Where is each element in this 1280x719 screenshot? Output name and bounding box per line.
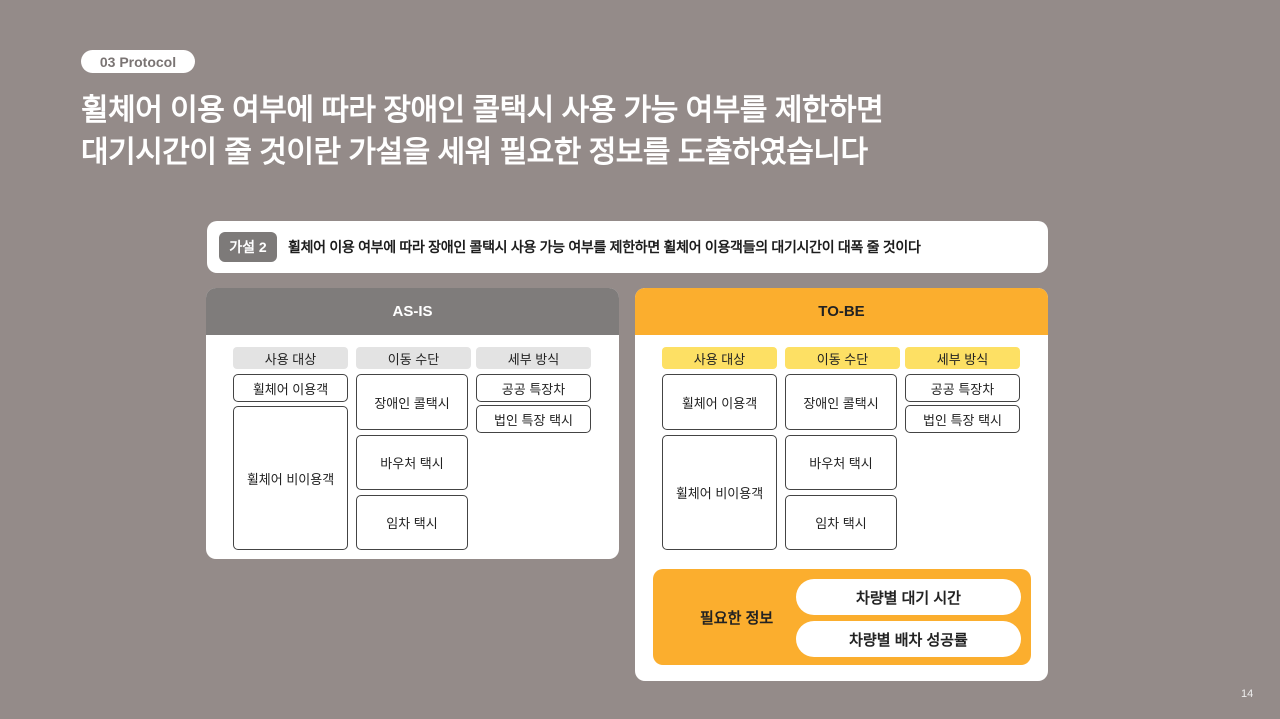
section-pill: 03 Protocol [81, 50, 195, 73]
tobe-panel: TO-BE 사용 대상 이동 수단 세부 방식 휠체어 이용객 휠체어 비이용객… [635, 288, 1048, 681]
needed-info-dispatch-rate: 차량별 배차 성공률 [796, 621, 1021, 657]
needed-info-label: 필요한 정보 [700, 609, 774, 627]
needed-info-box: 필요한 정보 차량별 대기 시간 차량별 배차 성공률 [653, 569, 1031, 665]
tobe-col-means: 이동 수단 [785, 347, 900, 369]
asis-target-wheelchair: 휠체어 이용객 [233, 374, 348, 402]
hypothesis-text: 휠체어 이용 여부에 따라 장애인 콜택시 사용 가능 여부를 제한하면 휠체어… [288, 239, 921, 255]
tobe-col-method: 세부 방식 [905, 347, 1020, 369]
tobe-target-non-wheelchair: 휠체어 비이용객 [662, 435, 777, 550]
hypothesis-bar: 가설 2 휠체어 이용 여부에 따라 장애인 콜택시 사용 가능 여부를 제한하… [207, 221, 1048, 273]
tobe-method-corporate: 법인 특장 택시 [905, 405, 1020, 433]
page-title-line-2: 대기시간이 줄 것이란 가설을 세워 필요한 정보를 도출하였습니다 [81, 136, 868, 169]
needed-info-wait-time: 차량별 대기 시간 [796, 579, 1021, 615]
asis-title: AS-IS [206, 288, 619, 335]
asis-method-public: 공공 특장차 [476, 374, 591, 402]
tobe-method-public: 공공 특장차 [905, 374, 1020, 402]
tobe-col-target: 사용 대상 [662, 347, 777, 369]
asis-col-target: 사용 대상 [233, 347, 348, 369]
tobe-means-calltaxi: 장애인 콜택시 [785, 374, 897, 430]
tobe-target-wheelchair: 휠체어 이용객 [662, 374, 777, 430]
tobe-means-rental: 임차 택시 [785, 495, 897, 550]
asis-means-rental: 임차 택시 [356, 495, 468, 550]
asis-method-corporate: 법인 특장 택시 [476, 405, 591, 433]
asis-col-means: 이동 수단 [356, 347, 471, 369]
asis-means-calltaxi: 장애인 콜택시 [356, 374, 468, 430]
page-title-line-1: 휠체어 이용 여부에 따라 장애인 콜택시 사용 가능 여부를 제한하면 [81, 94, 884, 127]
page-title: 휠체어 이용 여부에 따라 장애인 콜택시 사용 가능 여부를 제한하면 대기시… [81, 90, 884, 174]
page-number: 14 [1241, 688, 1254, 700]
asis-panel: AS-IS 사용 대상 이동 수단 세부 방식 휠체어 이용객 휠체어 비이용객… [206, 288, 619, 559]
tobe-title: TO-BE [635, 288, 1048, 335]
hypothesis-tag: 가설 2 [219, 232, 277, 262]
asis-means-voucher: 바우처 택시 [356, 435, 468, 490]
tobe-means-voucher: 바우처 택시 [785, 435, 897, 490]
asis-col-method: 세부 방식 [476, 347, 591, 369]
asis-target-non-wheelchair: 휠체어 비이용객 [233, 406, 348, 550]
